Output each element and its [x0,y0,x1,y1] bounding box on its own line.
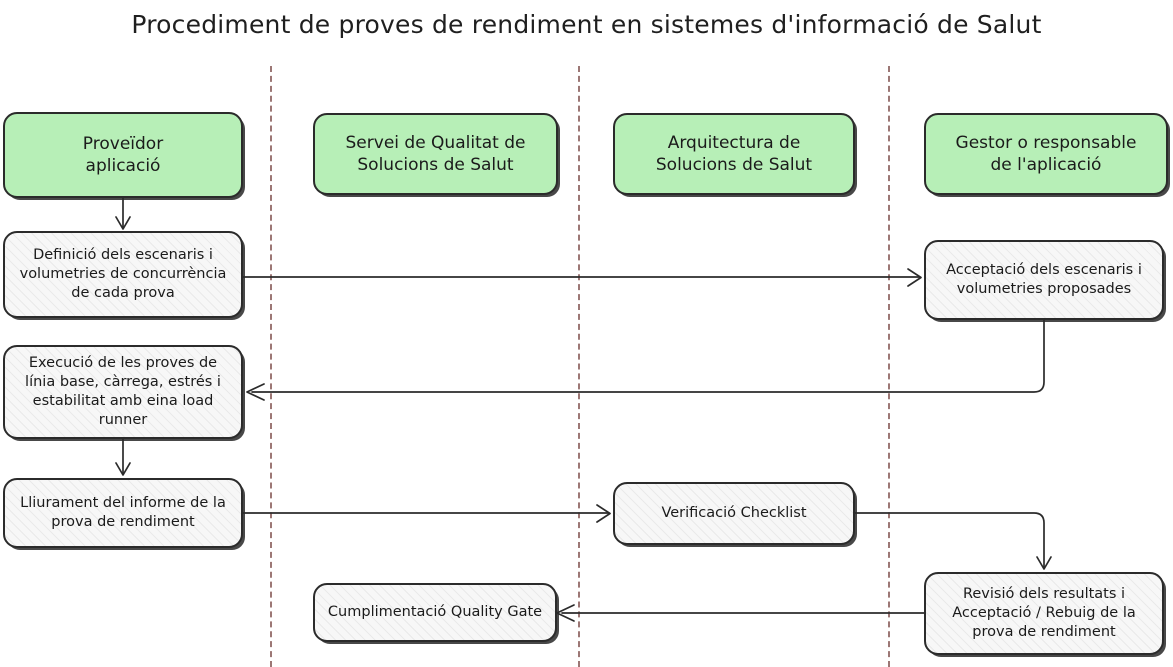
node-acceptacio-label: Acceptació dels escenaris i volumetries … [946,261,1142,297]
lane-divider-3 [888,66,890,667]
edge-definicio-to-acceptacio [242,268,922,287]
lane-header-gestor-label: Gestor o responsable de l'aplicació [955,132,1137,175]
node-definicio-label: Definició dels escenaris i volumetries d… [19,246,227,302]
lane-header-qualitat[interactable]: Servei de Qualitat de Solucions de Salut [313,113,558,195]
edge-acceptacio-to-execucio [246,319,1045,401]
node-definicio[interactable]: Definició dels escenaris i volumetries d… [3,231,243,318]
node-lliurament[interactable]: Lliurament del informe de la prova de re… [3,478,243,548]
node-revisio[interactable]: Revisió dels resultats i Acceptació / Re… [924,572,1164,655]
lane-header-qualitat-label: Servei de Qualitat de Solucions de Salut [345,132,526,175]
node-acceptacio[interactable]: Acceptació dels escenaris i volumetries … [924,240,1164,320]
lane-divider-2 [578,66,580,667]
node-revisio-label: Revisió dels resultats i Acceptació / Re… [952,585,1136,641]
lane-header-arquitectura-label: Arquitectura de Solucions de Salut [655,132,813,175]
edge-lliurament-to-verificacio [242,504,611,523]
lane-header-proveidor[interactable]: Proveïdor aplicació [3,112,243,198]
node-verificacio-label: Verificació Checklist [661,504,807,521]
lane-header-proveidor-label: Proveïdor aplicació [82,133,164,176]
lane-header-arquitectura[interactable]: Arquitectura de Solucions de Salut [613,113,855,195]
node-lliurament-label: Lliurament del informe de la prova de re… [20,494,226,530]
lane-divider-1 [270,66,272,667]
edge-header-to-definicio [115,197,131,230]
lane-header-gestor[interactable]: Gestor o responsable de l'aplicació [924,113,1168,195]
edge-verificacio-to-revisio [854,512,1052,570]
node-execucio[interactable]: Execució de les proves de línia base, cà… [3,345,243,439]
node-execucio-label: Execució de les proves de línia base, cà… [25,354,221,429]
page-title: Procediment de proves de rendiment en si… [131,10,1042,39]
edge-revisio-to-quality-gate [556,604,925,622]
node-quality-gate[interactable]: Cumplimentació Quality Gate [313,583,557,642]
node-verificacio[interactable]: Verificació Checklist [613,482,855,545]
edge-execucio-to-lliurament [115,438,131,476]
node-quality-gate-label: Cumplimentació Quality Gate [327,603,543,620]
